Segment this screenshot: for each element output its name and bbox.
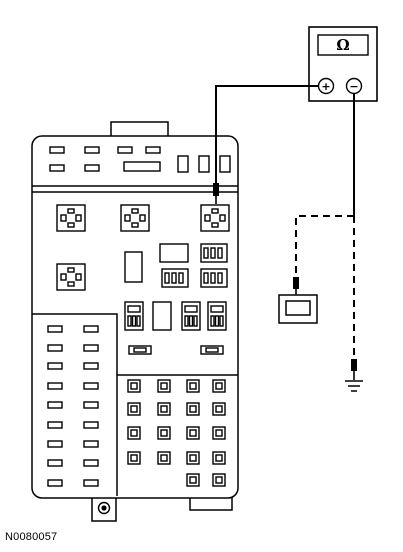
mini-relay-vertical [181,301,201,331]
test-component [278,294,318,324]
relay-under-test [200,204,230,232]
top-fuse-row [49,146,231,173]
fuse-column-left [47,325,99,487]
figure-reference-code: N0080057 [5,531,58,543]
negative-terminal: − [345,77,363,95]
maxi-fuse-grid [127,379,226,487]
mini-relay-vertical [207,301,227,331]
mini-relay [200,243,228,263]
middle-components [124,243,228,355]
positive-terminal: + [317,77,335,95]
mini-relay-vertical [124,301,144,331]
ohmmeter: Ω + − [308,26,378,102]
svg-text:+: + [321,80,330,93]
negative-test-lead [293,94,357,380]
relay [120,204,150,232]
positive-test-lead [213,85,318,204]
svg-text:−: − [349,80,358,93]
mounting-screw-icon [97,501,111,515]
relay [56,263,86,291]
mini-relay [161,268,189,288]
ground-icon [345,380,363,392]
relay-group [56,204,230,291]
mini-relay [200,268,228,288]
relay [56,204,86,232]
ohm-symbol: Ω [336,36,349,54]
